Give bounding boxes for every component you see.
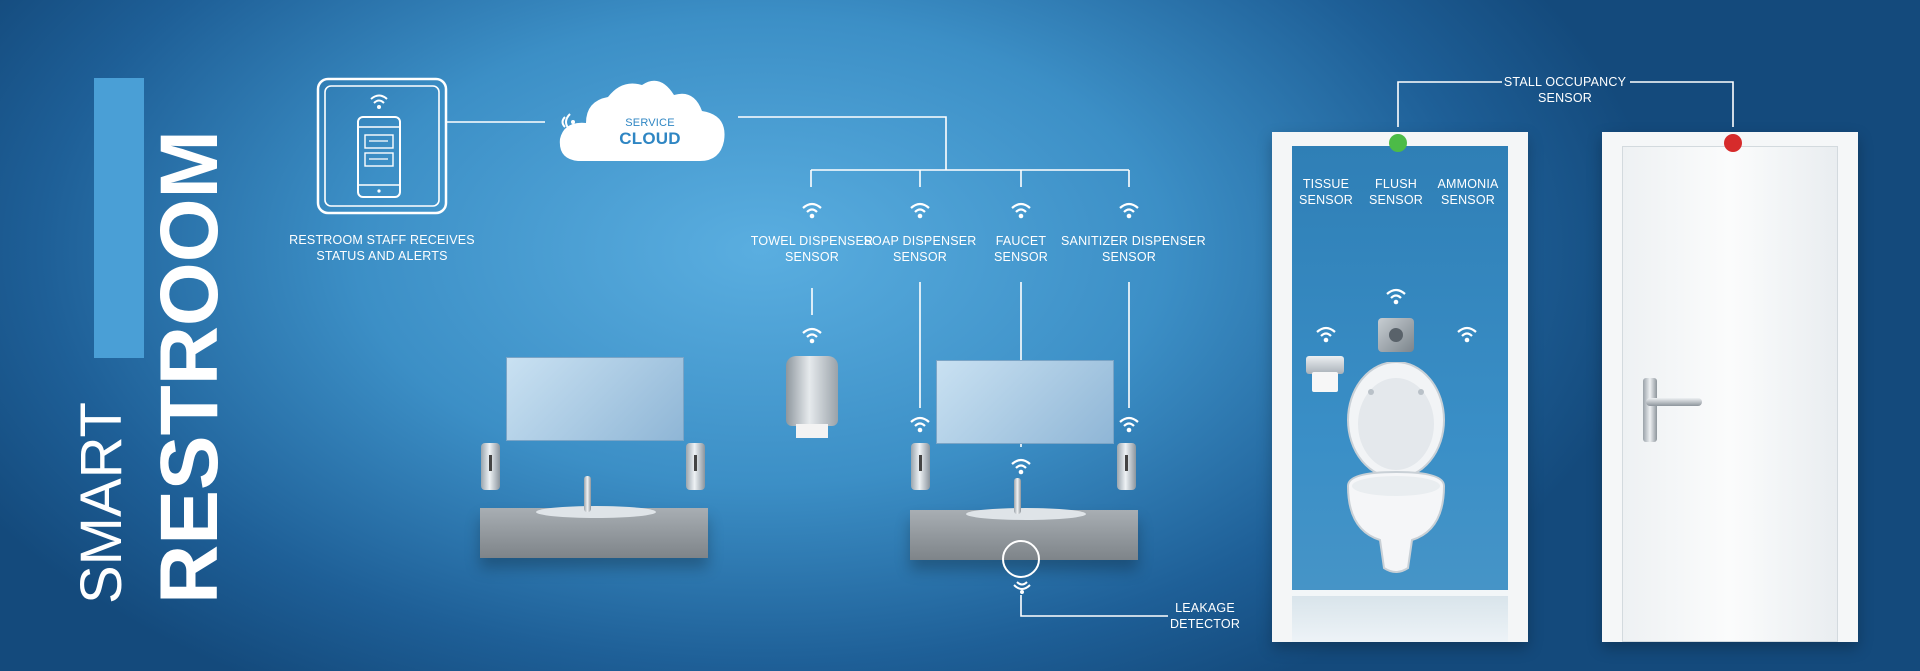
leakage-ring: [1002, 540, 1040, 578]
cloud-label-top: SERVICE: [625, 117, 675, 129]
stall-baseboard: [1292, 590, 1508, 596]
wifi-icon-sanitizer: [1119, 202, 1139, 219]
cloud-icon: [559, 80, 725, 161]
faucet-right: [1014, 478, 1021, 514]
mirror-left: [506, 357, 684, 441]
wifi-icon-soap-device: [910, 416, 930, 433]
toilet: [1346, 362, 1446, 573]
wifi-icon-ammonia: [1457, 326, 1477, 343]
wifi-icon-faucet: [1011, 202, 1031, 219]
wifi-icon-tissue: [1316, 326, 1336, 343]
cloud-signal-icon: [561, 113, 575, 131]
sanitizer-dispenser-left: [686, 443, 705, 490]
soap-dispenser-left: [481, 443, 500, 490]
soap-dispenser-right: [911, 443, 930, 490]
wifi-icon-leakage: [1013, 581, 1031, 594]
towel-dispenser: [786, 356, 838, 426]
tablet-device: [316, 77, 448, 215]
sink-basin-right: [966, 508, 1086, 520]
tissue-roll: [1312, 372, 1338, 392]
tissue-holder: [1306, 356, 1344, 374]
sanitizer-dispenser-right: [1117, 443, 1136, 490]
sink-basin-left: [536, 506, 656, 518]
wifi-icon-flush: [1386, 288, 1406, 305]
wifi-icon-sanitizer-device: [1119, 416, 1139, 433]
wifi-icon-faucet-device: [1011, 458, 1031, 475]
title-accent-bar: [94, 78, 144, 358]
stall-occupancy-indicator-red: [1724, 134, 1742, 152]
mirror-right: [936, 360, 1114, 444]
faucet-left: [584, 476, 591, 512]
wifi-icon-towel-device: [802, 327, 822, 344]
stall-occupancy-indicator-green: [1389, 134, 1407, 152]
wifi-icon-soap: [910, 202, 930, 219]
towel-paper: [796, 424, 828, 438]
door-handle: [1646, 398, 1702, 406]
stall-floor: [1292, 592, 1508, 642]
cloud-label-main: CLOUD: [619, 129, 681, 148]
wifi-icon-towel: [802, 202, 822, 219]
closed-door-panel: [1622, 146, 1838, 642]
door-handle-plate: [1643, 378, 1657, 442]
flush-button: [1378, 318, 1414, 352]
